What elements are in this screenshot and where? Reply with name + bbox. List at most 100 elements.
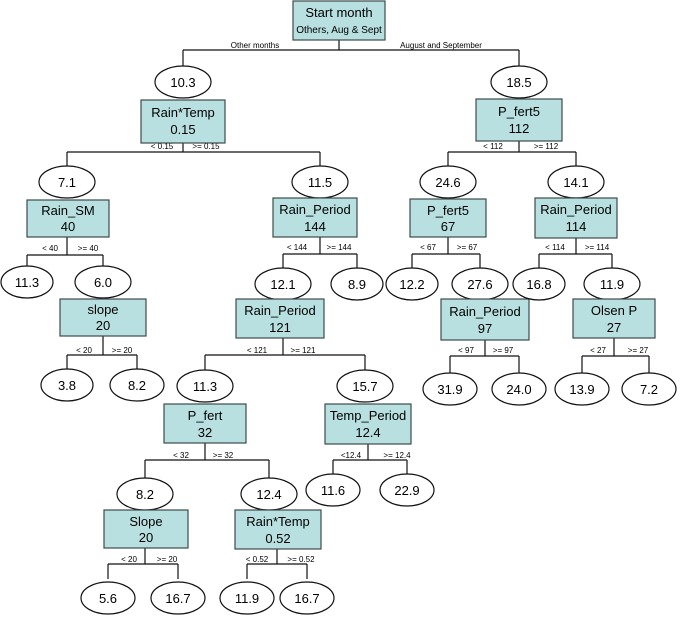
node-temp-period: 15.7 Temp_Period 12.4	[324, 369, 412, 445]
split-label: >= 0.52	[287, 555, 315, 564]
node-p-fert5-67: 24.6 P_fert5 67	[409, 165, 487, 238]
node-variable: Rain_Period	[540, 202, 612, 217]
leaf-value: 8.2	[128, 378, 146, 393]
node-slope-deep: 8.2 Slope 20	[103, 477, 189, 549]
node-variable: Rain_Period	[449, 304, 521, 319]
leaf-value: 11.9	[235, 591, 259, 606]
node-slope-lower: 6.0 slope 20	[59, 265, 147, 337]
split-label: >= 114	[585, 243, 610, 252]
node-variable: Temp_Period	[330, 408, 407, 423]
root-right-label: August and September	[400, 41, 482, 50]
split-label: >= 27	[628, 346, 649, 355]
split-label: < 121	[247, 346, 268, 355]
node-split-value: 112	[509, 121, 530, 136]
split-label: < 20	[76, 346, 92, 355]
node-rain-sm: 7.1 Rain_SM 40	[26, 165, 110, 238]
leaf-node: 11.3	[0, 265, 54, 299]
split-label: >= 12.4	[383, 451, 411, 460]
node-split-value: 97	[478, 321, 492, 336]
split-label: >= 121	[291, 346, 316, 355]
node-rain-temp-015: 10.3 Rain*Temp 0.15	[140, 65, 226, 144]
split-label: >= 20	[157, 555, 178, 564]
node-mean: 18.5	[506, 75, 531, 90]
split-label: >= 67	[457, 243, 478, 252]
split-label: >= 40	[78, 244, 99, 253]
leaf-node: 7.2	[621, 372, 677, 406]
leaf-value: 12.2	[399, 277, 424, 292]
node-split-value: 67	[441, 219, 455, 234]
root-node: Start month Others, Aug & Sept	[292, 0, 386, 41]
node-variable: slope	[87, 302, 118, 317]
leaf-node: 11.6	[305, 473, 361, 507]
node-split-value: 0.15	[170, 122, 195, 137]
leaf-node: 16.7	[279, 581, 335, 615]
split-label: < 20	[121, 555, 137, 564]
root-left-label: Other months	[231, 41, 279, 50]
node-split-value: 20	[139, 530, 153, 545]
node-split-value: 27	[607, 320, 621, 335]
node-mean: 11.9	[600, 277, 624, 292]
split-label: < 27	[590, 346, 606, 355]
node-p-fert5-112: 18.5 P_fert5 112	[475, 65, 563, 142]
leaf-value: 3.8	[58, 378, 76, 393]
leaf-value: 8.9	[348, 277, 366, 292]
leaf-value: 31.9	[437, 382, 462, 397]
node-rain-period-144: 11.5 Rain_Period 144	[272, 165, 358, 238]
split-label: < 67	[420, 243, 436, 252]
leaf-node: 13.9	[554, 372, 610, 406]
node-mean: 12.4	[256, 487, 281, 502]
node-mean: 7.1	[58, 175, 76, 190]
split-label: < 0.15	[151, 142, 174, 151]
node-rain-temp-052: 12.4 Rain*Temp 0.52	[234, 477, 322, 550]
node-split-value: 144	[304, 219, 326, 234]
split-labels: Other months August and September < 0.15…	[42, 41, 649, 564]
leaf-value: 5.6	[99, 591, 117, 606]
node-variable: Olsen P	[591, 303, 637, 318]
node-mean: 11.3	[193, 379, 217, 394]
root-title: Start month	[305, 5, 372, 20]
node-variable: Rain*Temp	[246, 514, 310, 529]
node-split-value: 121	[269, 320, 291, 335]
split-label: >= 144	[327, 243, 352, 252]
node-variable: P_fert5	[427, 203, 469, 218]
node-mean: 8.2	[136, 487, 154, 502]
node-mean: 10.3	[170, 75, 195, 90]
leaf-value: 7.2	[640, 382, 658, 397]
node-variable: Rain*Temp	[151, 105, 215, 120]
leaf-node: 16.8	[512, 267, 566, 301]
split-label: < 32	[173, 451, 189, 460]
node-variable: P_fert5	[498, 104, 540, 119]
root-subtitle: Others, Aug & Sept	[296, 25, 382, 36]
node-mean: 6.0	[94, 275, 112, 290]
leaf-value: 13.9	[569, 382, 594, 397]
node-variable: Rain_SM	[41, 203, 94, 218]
tree-edges	[26, 40, 650, 579]
leaf-node: 3.8	[40, 368, 94, 402]
leaf-node: 8.9	[330, 267, 384, 301]
leaf-value: 16.8	[526, 277, 551, 292]
split-label: < 114	[545, 243, 565, 252]
split-label: >= 20	[112, 346, 133, 355]
split-label: < 112	[483, 142, 503, 151]
node-split-value: 114	[566, 219, 587, 234]
leaf-node: 24.0	[491, 372, 547, 406]
node-mean: 15.7	[352, 379, 377, 394]
node-mean: 12.1	[270, 277, 295, 292]
leaf-node: 31.9	[422, 372, 478, 406]
node-olsen-p: 11.9 Olsen P 27	[572, 267, 656, 339]
leaf-value: 24.0	[506, 382, 531, 397]
node-split-value: 20	[96, 318, 110, 333]
split-label: < 0.52	[246, 555, 269, 564]
split-label: >= 32	[213, 451, 234, 460]
node-variable: P_fert	[188, 408, 223, 423]
split-label: <12.4	[341, 451, 362, 460]
leaf-value: 11.3	[15, 275, 39, 290]
node-rain-period-121: 12.1 Rain_Period 121	[235, 267, 325, 339]
leaf-node: 11.9	[219, 581, 275, 615]
split-label: >= 112	[534, 142, 559, 151]
node-split-value: 40	[61, 219, 75, 234]
split-label: >= 0.15	[192, 142, 220, 151]
leaf-node: 16.7	[150, 581, 206, 615]
leaf-value: 16.7	[294, 591, 319, 606]
